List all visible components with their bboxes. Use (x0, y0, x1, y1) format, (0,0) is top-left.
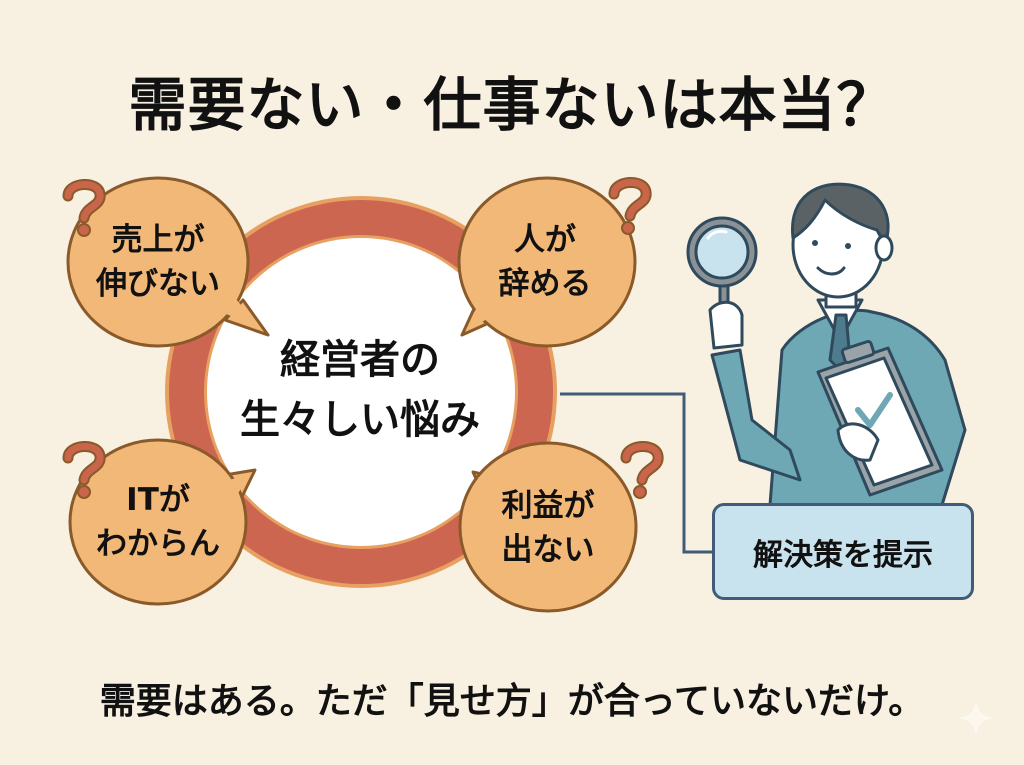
speech-bubble-top-left (66, 176, 270, 348)
question-mark-icon (620, 441, 664, 499)
bubble-line-2: 出ない (501, 532, 595, 568)
solution-label: 解決策を提示 (753, 537, 933, 573)
bubble-line-2: 伸びない (96, 266, 220, 302)
bubble-line-1: ITが (126, 482, 190, 518)
speech-bubble-top-right (457, 176, 637, 348)
bubble-line-2: わからん (96, 526, 220, 562)
bubble-text-bottom-left: ITが わからん (68, 478, 248, 566)
bubble-line-2: 辞める (498, 266, 592, 302)
sparkle-icon (958, 700, 994, 736)
bubble-text-top-right: 人が 辞める (455, 218, 635, 306)
speech-bubble-bottom-left (68, 438, 257, 606)
connector-line (560, 392, 712, 554)
worry-ring (165, 196, 557, 588)
footer-message: 需要はある。ただ「見せ方」が合っていないだけ。 (99, 681, 925, 722)
bubble-line-1: 利益が (501, 488, 595, 524)
question-mark-icon (62, 441, 106, 499)
consultant-illustration (686, 182, 967, 507)
center-label: 経営者の 生々しい悩み (200, 330, 520, 450)
question-mark-icon (62, 179, 106, 237)
center-line-2: 生々しい悩み (240, 397, 480, 443)
bubble-line-1: 売上が (111, 222, 205, 258)
speech-bubble-bottom-right (458, 441, 638, 613)
bubble-line-1: 人が (514, 222, 576, 258)
question-mark-icon (608, 177, 652, 235)
bubble-text-top-left: 売上が 伸びない (68, 218, 248, 306)
center-line-1: 経営者の (280, 337, 440, 383)
page-title: 需要ない・仕事ないは本当？ (128, 71, 896, 139)
solution-box: 解決策を提示 (712, 503, 974, 600)
bubble-text-bottom-right: 利益が 出ない (458, 484, 638, 572)
